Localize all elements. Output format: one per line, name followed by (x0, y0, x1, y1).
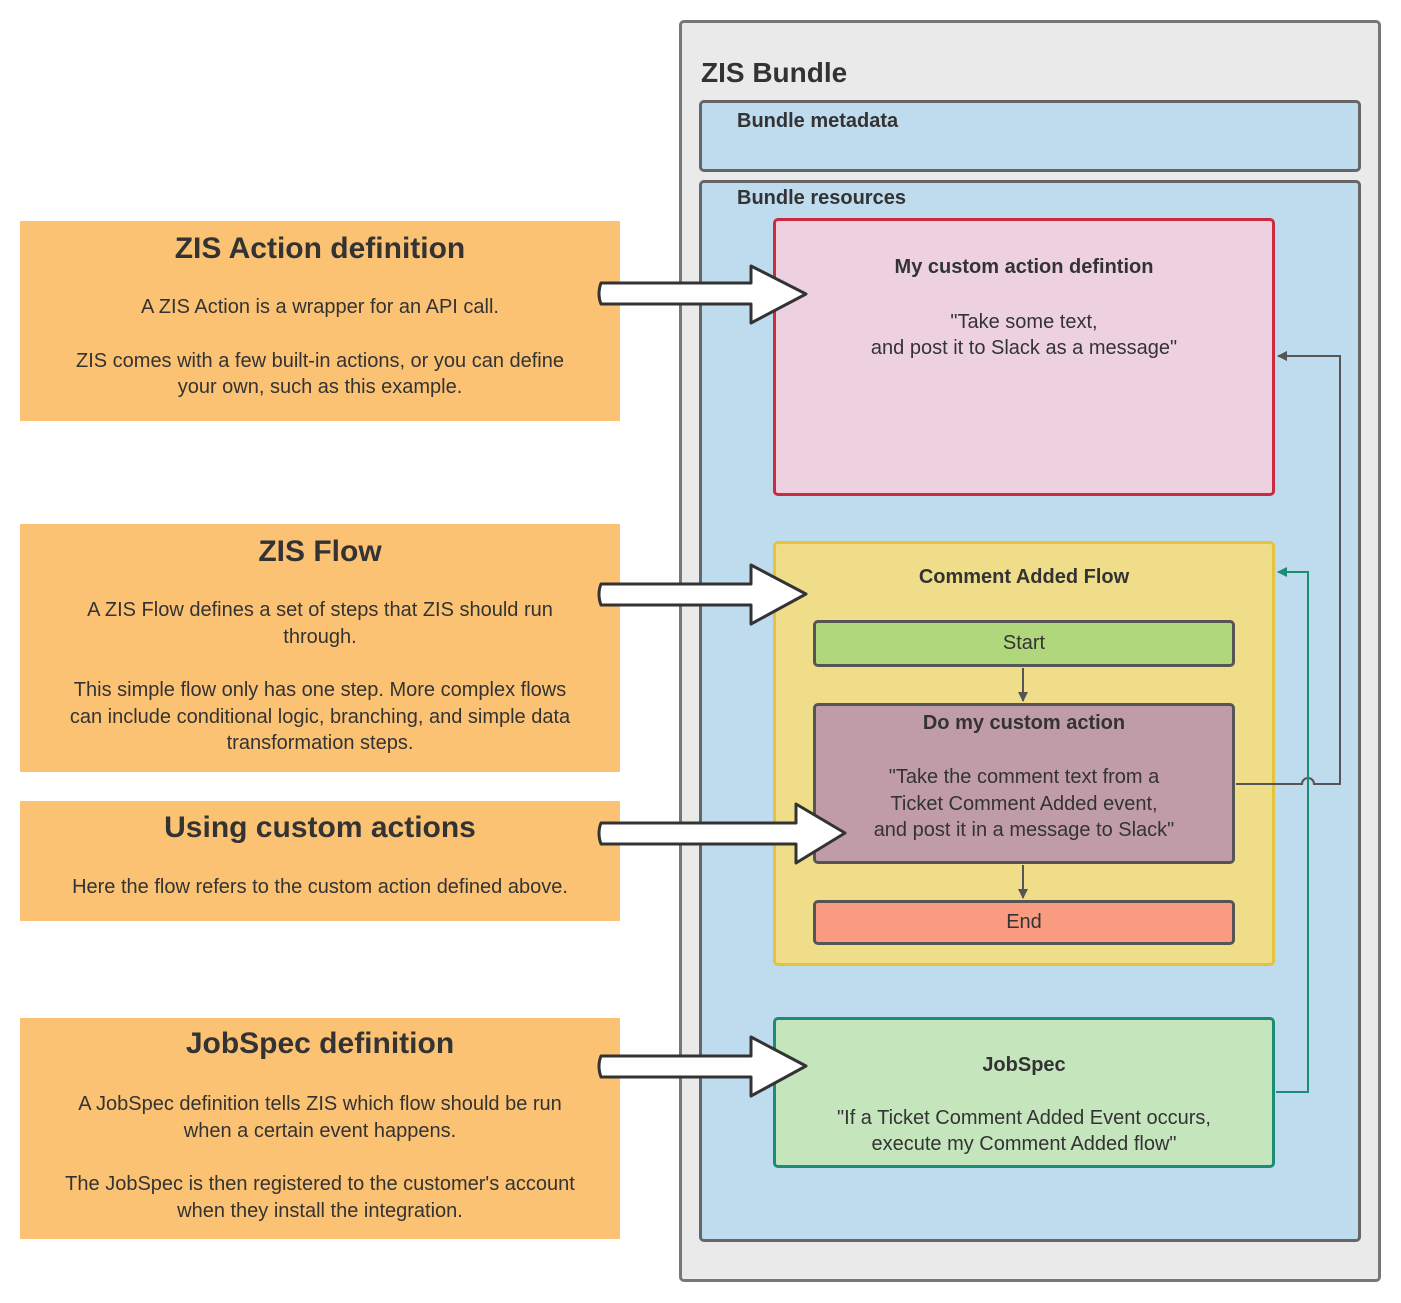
note-action-line: ZIS comes with a few built-in actions, o… (75, 350, 564, 372)
end-label: End (1006, 911, 1042, 933)
pointer-arrow-custom (597, 802, 847, 865)
flow-custom-action-step: Do my custom action "Take the comment te… (813, 703, 1235, 864)
note-zis-flow: ZIS Flow A ZIS Flow defines a set of ste… (20, 524, 620, 772)
action-def-line: and post it to Slack as a message" (870, 337, 1178, 359)
bundle-metadata: Bundle metadata (699, 100, 1361, 172)
note-flow-line: through. (283, 626, 357, 648)
note-action-line: A ZIS Action is a wrapper for an API cal… (141, 296, 499, 318)
note-action-definition: ZIS Action definition A ZIS Action is a … (20, 221, 620, 421)
note-jobspec-line: A JobSpec definition tells ZIS which flo… (78, 1093, 562, 1115)
note-jobspec-line: The JobSpec is then registered to the cu… (65, 1173, 575, 1195)
jobspec-title: JobSpec (982, 1054, 1066, 1076)
note-jobspec-line: when a certain event happens. (183, 1120, 457, 1142)
step-to-action-def-connector (1236, 351, 1341, 785)
bundle-resources-label: Bundle resources (737, 187, 906, 209)
pointer-arrow-jobspec (597, 1035, 808, 1098)
note-jobspec-line: when they install the integration. (177, 1200, 463, 1222)
note-custom-line: Here the flow refers to the custom actio… (72, 876, 568, 898)
jobspec-line: execute my Comment Added flow" (871, 1133, 1177, 1155)
bundle-title: ZIS Bundle (701, 57, 848, 88)
note-jobspec-title: JobSpec definition (185, 1027, 455, 1060)
action-def-title: My custom action defintion (894, 256, 1154, 278)
note-flow-title: ZIS Flow (258, 535, 382, 568)
note-custom-title: Using custom actions (164, 811, 476, 844)
pointer-arrow-action (597, 264, 808, 325)
flow-title: Comment Added Flow (918, 566, 1130, 588)
note-flow-line: This simple flow only has one step. More… (73, 679, 567, 701)
action-def-line: "Take some text, (950, 311, 1098, 333)
note-flow-line: can include conditional logic, branching… (69, 706, 571, 728)
flow-start-step: Start (813, 620, 1235, 667)
note-flow-line: transformation steps. (226, 732, 414, 754)
jobspec-resource: JobSpec "If a Ticket Comment Added Event… (773, 1017, 1275, 1168)
note-flow-line: A ZIS Flow defines a set of steps that Z… (87, 599, 553, 621)
start-label: Start (1002, 632, 1046, 654)
flow-end-step: End (813, 900, 1235, 945)
bundle-metadata-label: Bundle metadata (737, 110, 899, 132)
note-jobspec-definition: JobSpec definition A JobSpec definition … (20, 1018, 620, 1239)
step-line: and post it in a message to Slack" (873, 819, 1175, 841)
jobspec-line: "If a Ticket Comment Added Event occurs, (837, 1107, 1211, 1129)
step-line: "Take the comment text from a (888, 766, 1160, 788)
step-line: Ticket Comment Added event, (890, 793, 1158, 815)
note-custom-actions: Using custom actions Here the flow refer… (20, 801, 620, 921)
jobspec-to-flow-connector (1276, 567, 1309, 1093)
note-action-line: your own, such as this example. (177, 376, 463, 398)
note-action-title: ZIS Action definition (174, 232, 466, 265)
custom-action-definition: My custom action defintion "Take some te… (773, 218, 1275, 496)
step-title: Do my custom action (922, 712, 1126, 734)
pointer-arrow-flow (597, 563, 808, 626)
